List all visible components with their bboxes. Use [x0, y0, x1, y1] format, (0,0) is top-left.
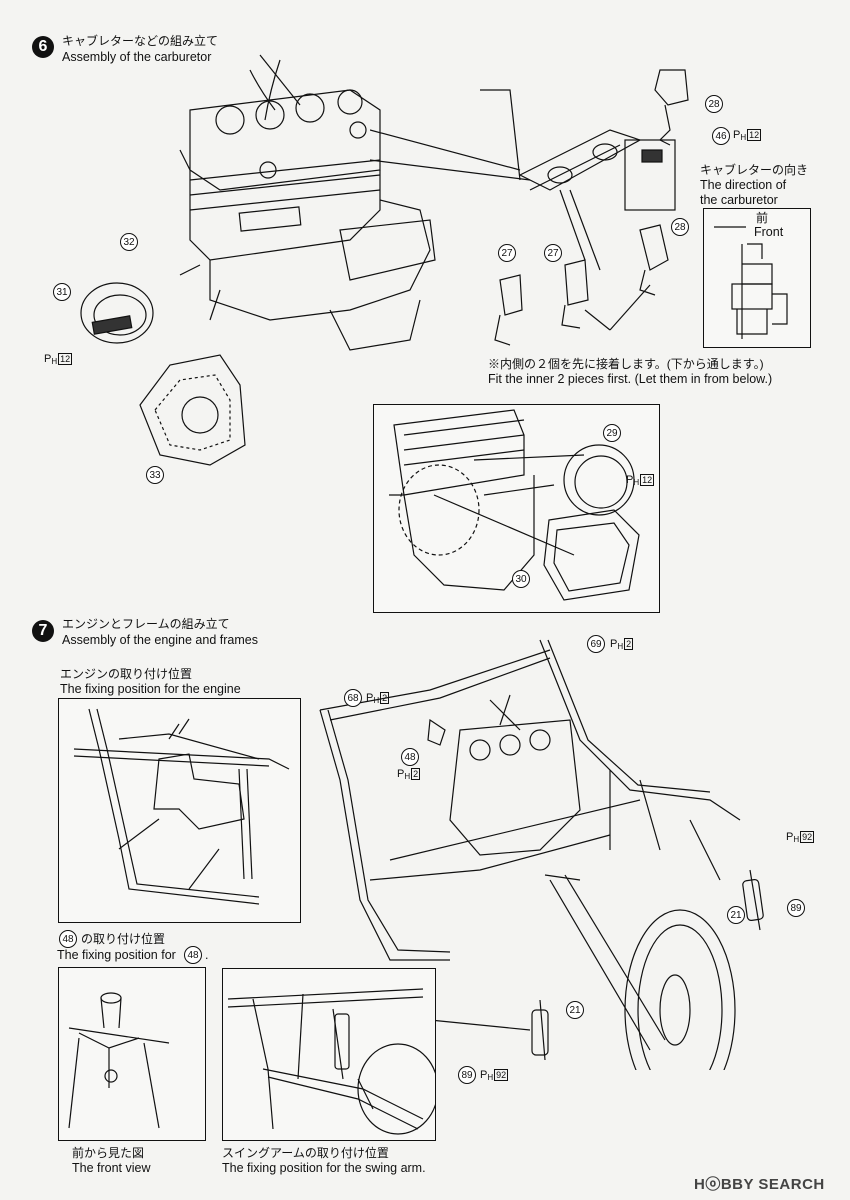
direction-title-en-2: the carburetor: [700, 193, 778, 207]
part-28-top: 28: [705, 95, 723, 113]
swing-arm-jp: スイングアームの取り付け位置: [222, 1146, 389, 1160]
engine-position-en: The fixing position for the engine: [60, 682, 241, 696]
carburetor-side-view: [731, 243, 788, 339]
direction-inset: 前 Front: [703, 208, 811, 348]
engine-frame-illustration: [73, 708, 290, 905]
clutch-cover-illustration: [80, 282, 154, 344]
part-33: 33: [146, 466, 164, 484]
note-jp: ※内側の２個を先に接着します。(下から通します。): [488, 357, 764, 371]
note-en: Fit the inner 2 pieces first. (Let them …: [488, 372, 773, 386]
step-7-number: 7: [32, 620, 54, 642]
direction-title-en-1: The direction of: [700, 178, 787, 192]
swing-arm-inset: [222, 968, 436, 1141]
part-27-right: 27: [544, 244, 562, 262]
part-32: 32: [120, 233, 138, 251]
fix48-jp: の取り付け位置: [81, 932, 166, 946]
part-68: 68: [344, 689, 362, 707]
fix48-en-suffix: .: [205, 948, 209, 962]
right-engine-illustration: [389, 409, 640, 601]
part-48: 48: [401, 748, 419, 766]
part-89-right: 89: [787, 899, 805, 917]
part-28-right: 28: [671, 218, 689, 236]
front-label-jp: 前: [756, 211, 769, 225]
part-27-left: 27: [498, 244, 516, 262]
part-21-right: 21: [727, 906, 745, 924]
step-6-title-jp: キャブレターなどの組み立て: [62, 34, 219, 48]
front-label-en: Front: [754, 225, 784, 239]
swing-arm-en: The fixing position for the swing arm.: [222, 1161, 426, 1175]
part-31: 31: [53, 283, 71, 301]
front-view-illustration: [68, 992, 170, 1129]
front-view-en: The front view: [72, 1161, 151, 1175]
part-29: 29: [603, 424, 621, 442]
frame-assembly-illustration: [319, 639, 764, 1070]
fix48-en: The fixing position for: [57, 948, 176, 962]
part-48-ref: 48: [59, 930, 77, 948]
swing-arm-illustration: [227, 988, 435, 1135]
engine-position-jp: エンジンの取り付け位置: [60, 667, 193, 681]
step-6-title-en: Assembly of the carburetor: [62, 50, 212, 64]
part-46: 46: [712, 127, 730, 145]
direction-arrow-icon: [714, 226, 746, 228]
step-7-title-en: Assembly of the engine and frames: [62, 633, 258, 647]
front-view-inset: [58, 967, 206, 1141]
generator-cover-illustration: [139, 354, 246, 466]
front-view-jp: 前から見た図: [72, 1146, 145, 1160]
direction-title-jp: キャブレターの向き: [700, 163, 809, 177]
part-21-left: 21: [566, 1001, 584, 1019]
step-7-title-jp: エンジンとフレームの組み立て: [62, 617, 230, 631]
part-30: 30: [512, 570, 530, 588]
part-89-left: 89: [458, 1066, 476, 1084]
carburetor-assembly-illustration: [370, 69, 689, 346]
hobby-search-watermark: HⓞBBY SEARCH: [694, 1176, 825, 1193]
engine-position-inset: [58, 698, 301, 923]
step-6-number: 6: [32, 36, 54, 58]
part-48-ref-en: 48: [184, 946, 202, 964]
engine-illustration: [179, 54, 436, 351]
part-69: 69: [587, 635, 605, 653]
